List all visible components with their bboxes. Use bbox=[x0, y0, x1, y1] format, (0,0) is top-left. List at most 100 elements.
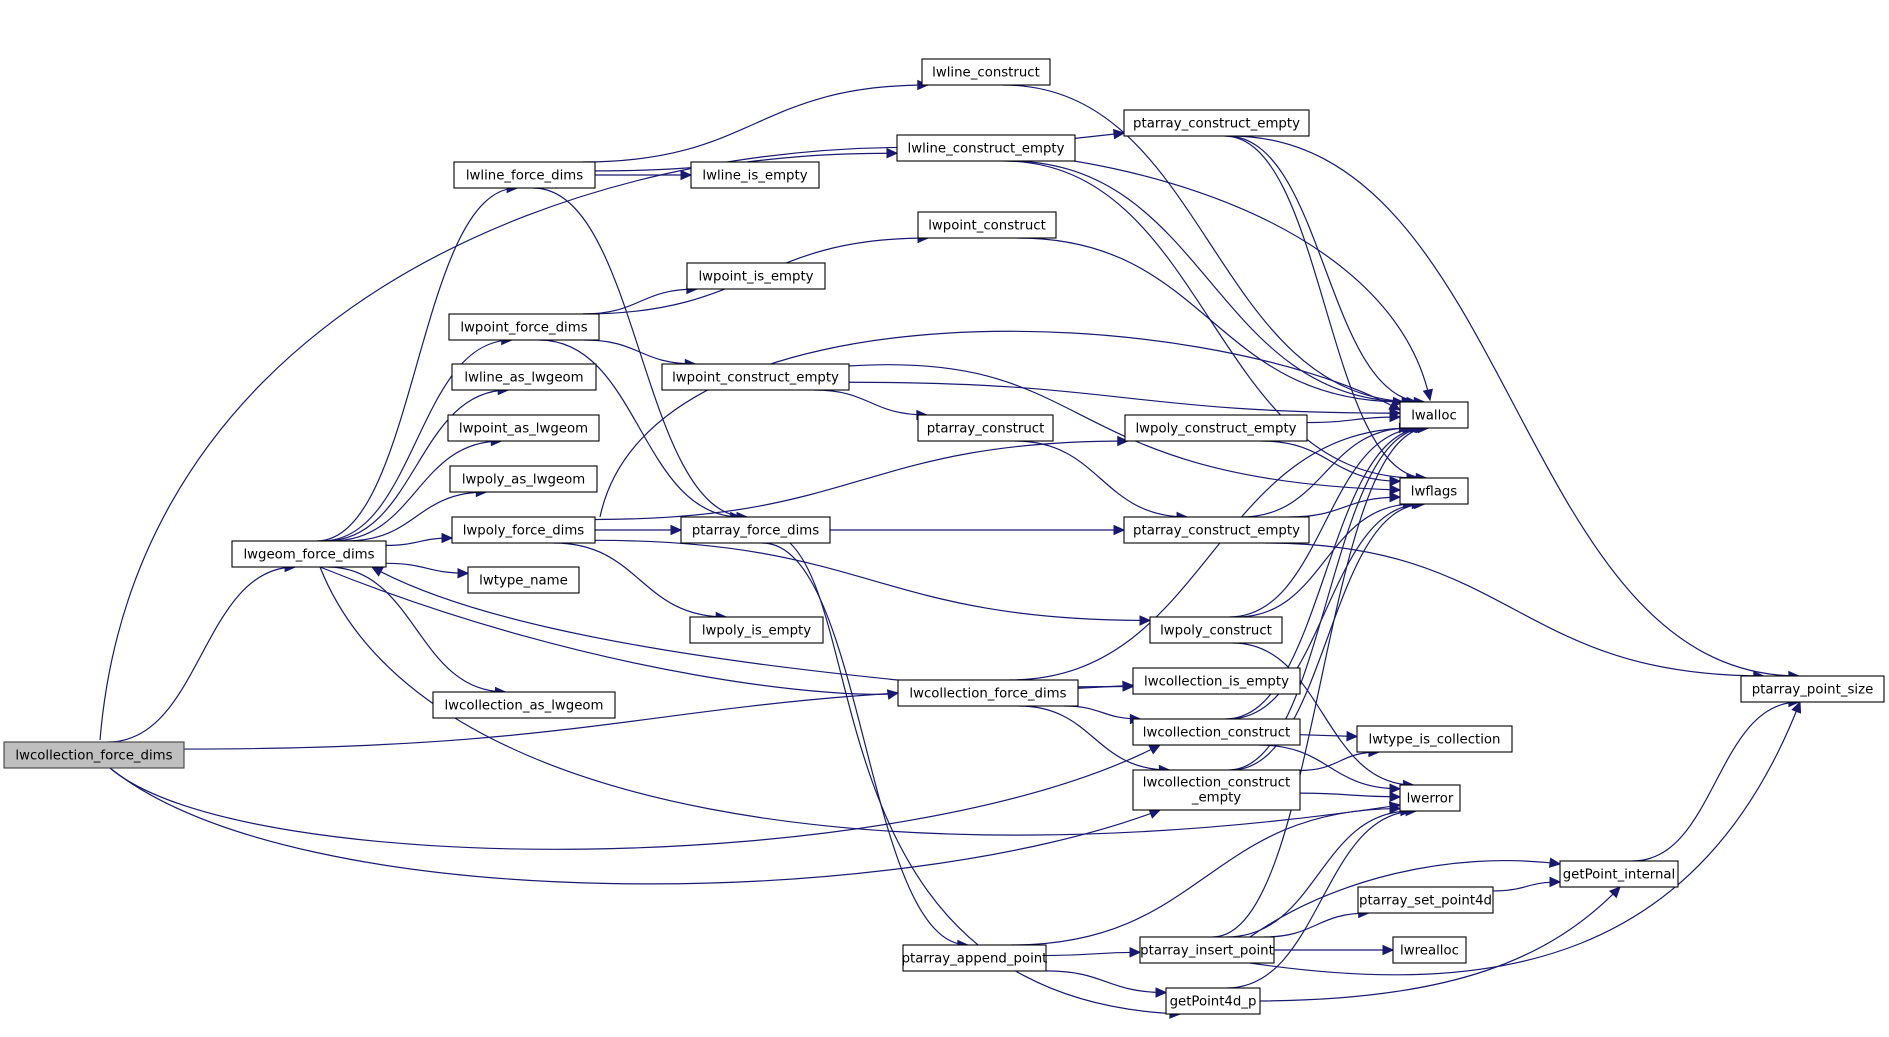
node-lwerror[interactable]: lwerror bbox=[1399, 784, 1461, 812]
edge-lwcollection_force_dims_root-to-lwgeom_force_dims bbox=[107, 561, 297, 743]
node-box bbox=[432, 691, 616, 719]
node-lwcollection_force_dims[interactable]: lwcollection_force_dims bbox=[897, 679, 1079, 707]
node-lwpoint_construct_empty[interactable]: lwpoint_construct_empty bbox=[661, 363, 850, 391]
node-box bbox=[1740, 675, 1885, 703]
edge-line bbox=[1288, 496, 1401, 518]
node-lwpoint_is_empty[interactable]: lwpoint_is_empty bbox=[686, 262, 826, 290]
node-ptarray_construct_empty[interactable]: ptarray_construct_empty bbox=[1123, 516, 1310, 544]
arrowhead-icon bbox=[1791, 700, 1802, 714]
edge-ptarray_insert_point-to-ptarray_point_size bbox=[1249, 700, 1802, 976]
node-ptarray_set_point4d[interactable]: ptarray_set_point4d bbox=[1357, 886, 1494, 914]
edge-line bbox=[324, 389, 509, 542]
edge-line bbox=[316, 187, 518, 542]
node-box bbox=[1356, 725, 1513, 753]
node-lwline_construct_empty[interactable]: lwline_construct_empty bbox=[896, 134, 1076, 162]
edge-line bbox=[599, 330, 1401, 518]
node-label: lwpoint_construct bbox=[928, 219, 1046, 234]
node-lwgeom_force_dims[interactable]: lwgeom_force_dims bbox=[231, 540, 387, 568]
node-lwcollection_construct_empty[interactable]: lwcollection_construct_empty bbox=[1132, 769, 1301, 811]
node-lwpoly_force_dims[interactable]: lwpoly_force_dims bbox=[451, 516, 596, 544]
nodes-layer: lwcollection_force_dims lwgeom_force_dims… bbox=[3, 58, 1885, 1015]
edge-line bbox=[1224, 135, 1427, 479]
edge-lwpoint_force_dims-to-lwpoint_is_empty bbox=[583, 283, 699, 315]
node-box bbox=[661, 363, 850, 391]
node-box bbox=[1149, 616, 1283, 644]
node-box bbox=[1399, 477, 1469, 505]
edge-lwpoly_force_dims-to-lwpoly_construct bbox=[594, 539, 1152, 626]
node-label: lwpoly_force_dims bbox=[463, 524, 585, 539]
node-lwpoint_force_dims[interactable]: lwpoint_force_dims bbox=[448, 313, 600, 341]
node-box bbox=[917, 211, 1057, 239]
arrowhead-icon bbox=[1389, 803, 1402, 814]
edge-line bbox=[1011, 807, 1401, 946]
edge-line bbox=[1008, 427, 1414, 681]
arrowhead-icon bbox=[1155, 987, 1168, 998]
node-ptarray_force_dims[interactable]: ptarray_force_dims bbox=[680, 516, 831, 544]
arrowhead-icon bbox=[1113, 524, 1126, 536]
node-box bbox=[1124, 414, 1308, 442]
edge-lwpoly_force_dims-to-lwpoly_construct_empty bbox=[594, 435, 1129, 521]
node-ptarray_append_point[interactable]: ptarray_append_point bbox=[902, 944, 1048, 972]
edge-line bbox=[346, 491, 487, 542]
node-lwcollection_is_empty[interactable]: lwcollection_is_empty bbox=[1132, 667, 1301, 695]
edge-ptarray_append_point-to-ptarray_insert_point bbox=[1045, 947, 1142, 958]
edge-ptarray_construct_empty-to-ptarray_point_size bbox=[1265, 542, 1765, 682]
node-getPoint_internal[interactable]: getPoint_internal bbox=[1559, 860, 1679, 888]
node-box bbox=[1165, 987, 1261, 1015]
node-box bbox=[451, 363, 597, 391]
arrowhead-icon bbox=[1122, 680, 1135, 692]
node-lwline_is_empty[interactable]: lwline_is_empty bbox=[690, 161, 820, 189]
node-label: lwpoint_force_dims bbox=[460, 321, 587, 336]
node-label: lwline_as_lwgeom bbox=[464, 371, 583, 386]
node-label: getPoint4d_p bbox=[1170, 995, 1257, 1010]
node-box bbox=[453, 161, 596, 189]
node-lwpoly_is_empty[interactable]: lwpoly_is_empty bbox=[689, 616, 824, 644]
arrowhead-icon bbox=[370, 566, 384, 577]
node-lwpoly_as_lwgeom[interactable]: lwpoly_as_lwgeom bbox=[449, 465, 598, 493]
edge-line bbox=[1226, 810, 1411, 938]
edge-lwgeom_force_dims-to-lwtype_name bbox=[385, 562, 470, 579]
edge-line bbox=[1241, 427, 1410, 518]
edge-ptarray_construct_empty_top-to-ptarray_point_size bbox=[1230, 135, 1801, 682]
node-ptarray_construct_empty_top[interactable]: ptarray_construct_empty bbox=[1123, 109, 1310, 137]
edge-line bbox=[1249, 859, 1561, 938]
edge-line bbox=[1229, 427, 1421, 618]
arrowhead-icon bbox=[886, 689, 900, 700]
node-lwtype_name[interactable]: lwtype_name bbox=[467, 566, 580, 594]
node-lwcollection_force_dims_root[interactable]: lwcollection_force_dims bbox=[3, 741, 185, 769]
edge-lwcollection_force_dims_root-to-lwalloc bbox=[99, 146, 1433, 741]
node-box bbox=[902, 944, 1047, 972]
node-label: lwcollection_as_lwgeom bbox=[444, 699, 603, 714]
node-lwline_as_lwgeom[interactable]: lwline_as_lwgeom bbox=[451, 363, 597, 391]
node-ptarray_point_size[interactable]: ptarray_point_size bbox=[1740, 675, 1885, 703]
arrowhead-icon bbox=[1548, 857, 1562, 868]
node-lwtype_is_collection[interactable]: lwtype_is_collection bbox=[1356, 725, 1513, 753]
edge-line bbox=[107, 566, 296, 743]
edge-ptarray_append_point-to-lwerror bbox=[1011, 803, 1402, 946]
node-label: lwcollection_force_dims bbox=[15, 749, 172, 764]
arrowhead-icon bbox=[1148, 744, 1162, 755]
node-lwpoint_construct[interactable]: lwpoint_construct bbox=[917, 211, 1057, 239]
node-getPoint4d_p[interactable]: getPoint4d_p bbox=[1165, 987, 1261, 1015]
node-lwrealloc[interactable]: lwrealloc bbox=[1392, 936, 1467, 964]
arrowhead-icon bbox=[1129, 947, 1142, 958]
edge-line bbox=[319, 566, 1401, 836]
node-lwpoly_construct[interactable]: lwpoly_construct bbox=[1149, 616, 1283, 644]
node-lwcollection_as_lwgeom[interactable]: lwcollection_as_lwgeom bbox=[432, 691, 616, 719]
node-ptarray_construct[interactable]: ptarray_construct bbox=[917, 414, 1054, 442]
node-lwflags[interactable]: lwflags bbox=[1399, 477, 1469, 505]
node-lwalloc[interactable]: lwalloc bbox=[1399, 401, 1469, 429]
arrowhead-icon bbox=[886, 147, 899, 159]
node-lwpoly_construct_empty[interactable]: lwpoly_construct_empty bbox=[1124, 414, 1308, 442]
node-label: lwtype_name bbox=[479, 574, 568, 589]
node-lwline_construct[interactable]: lwline_construct bbox=[921, 58, 1051, 86]
node-ptarray_insert_point[interactable]: ptarray_insert_point bbox=[1139, 936, 1275, 964]
edge-line bbox=[1045, 951, 1141, 957]
node-label: lwcollection_force_dims bbox=[909, 687, 1066, 702]
edge-line bbox=[762, 542, 968, 946]
node-lwline_force_dims[interactable]: lwline_force_dims bbox=[453, 161, 596, 189]
edge-line bbox=[109, 767, 1161, 885]
node-box bbox=[689, 616, 824, 644]
node-lwpoint_as_lwgeom[interactable]: lwpoint_as_lwgeom bbox=[447, 414, 600, 442]
node-lwcollection_construct[interactable]: lwcollection_construct bbox=[1132, 718, 1301, 746]
